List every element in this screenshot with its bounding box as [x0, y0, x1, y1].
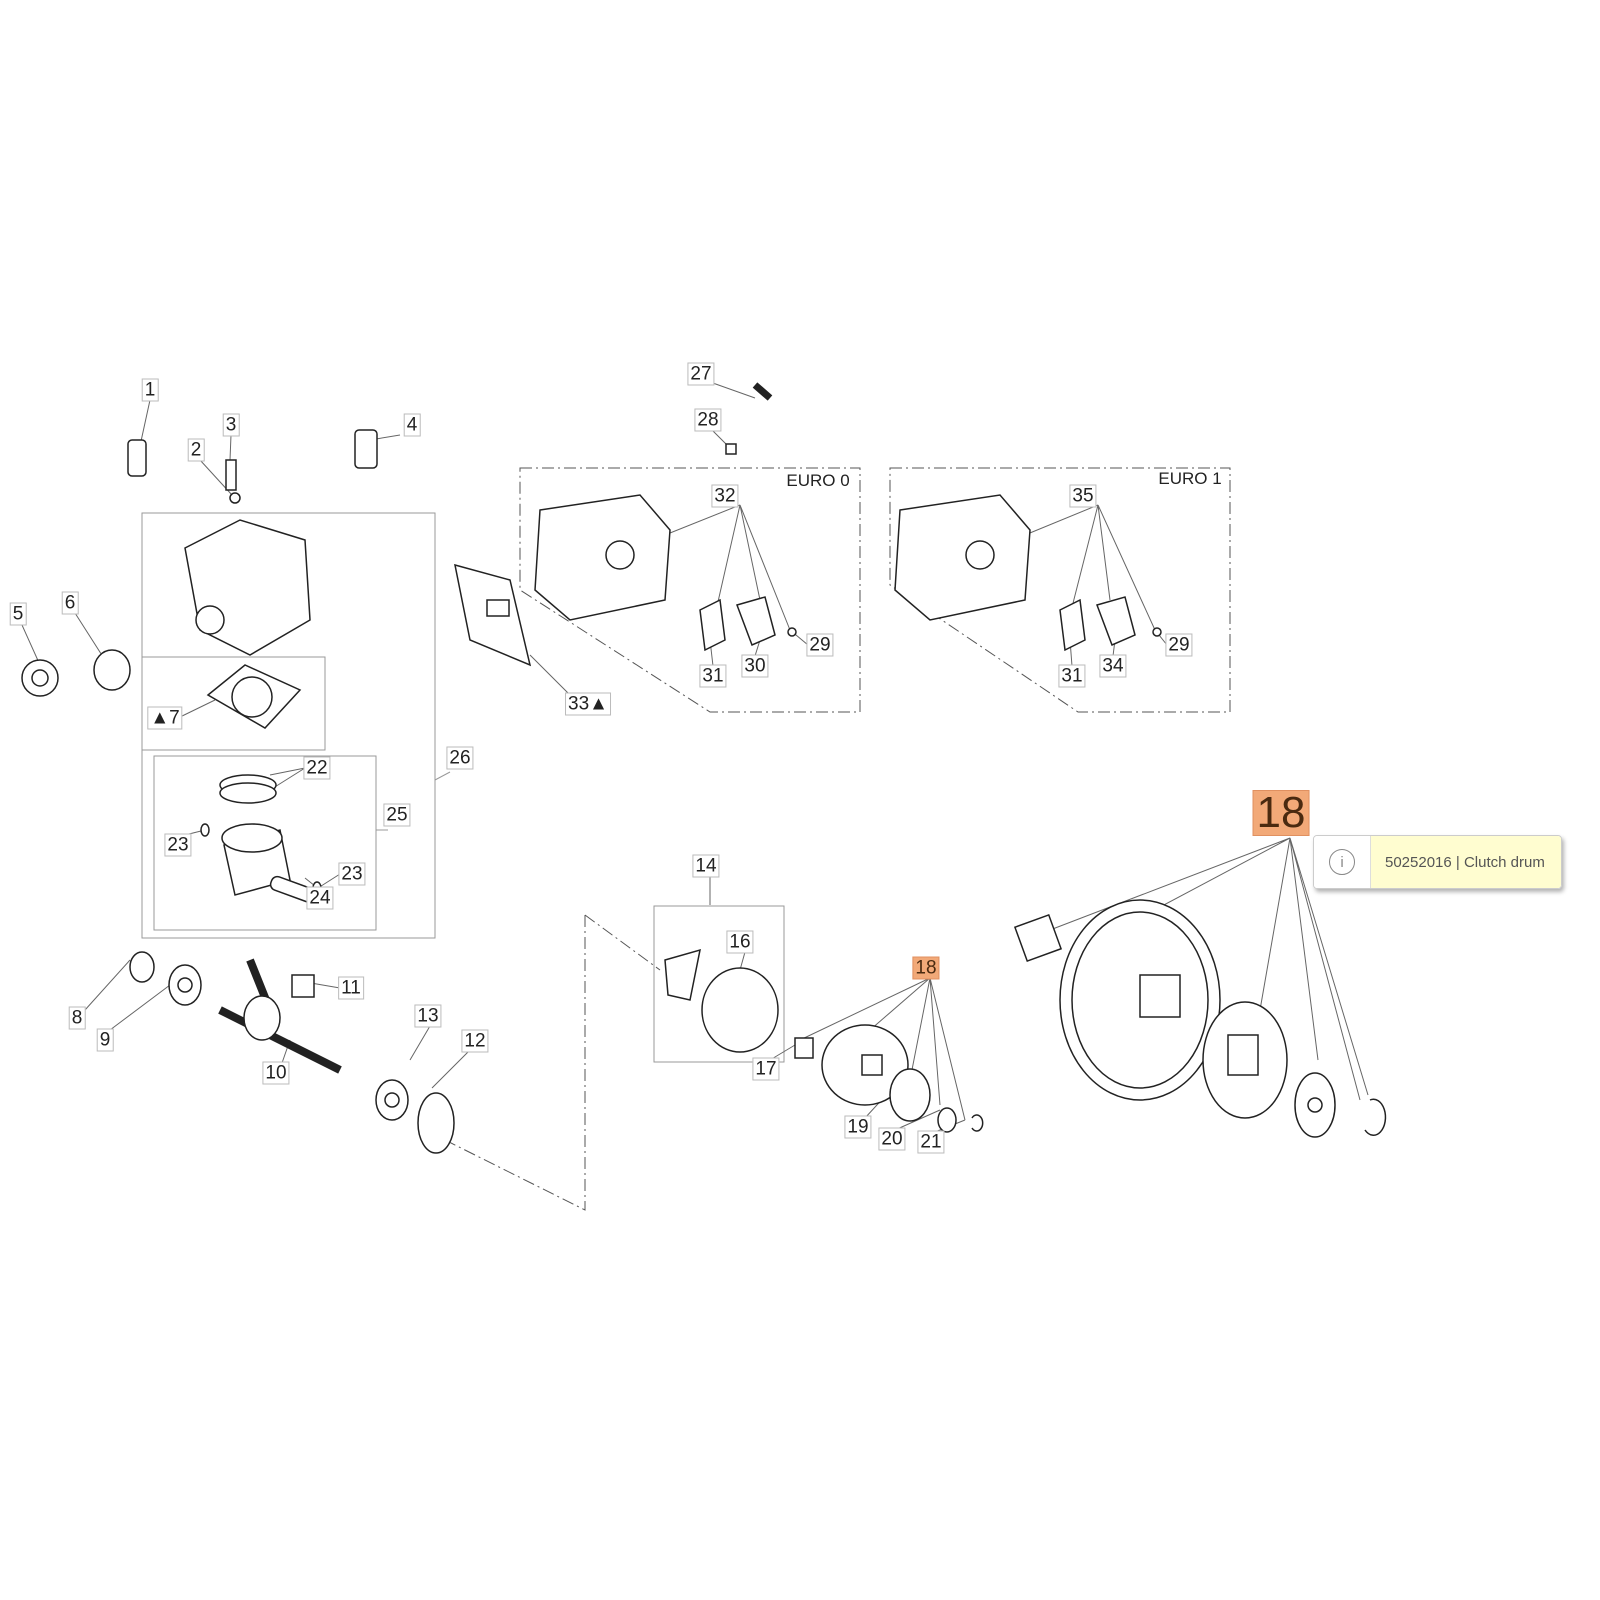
- callout-30[interactable]: 30: [741, 654, 769, 678]
- callout-6[interactable]: 6: [61, 591, 79, 615]
- callout-23[interactable]: 23: [164, 833, 192, 857]
- callout-26[interactable]: 26: [446, 746, 474, 770]
- callout-5[interactable]: 5: [9, 602, 27, 626]
- callout-31[interactable]: 31: [1058, 664, 1086, 688]
- callout-10[interactable]: 10: [262, 1061, 290, 1085]
- callout-16[interactable]: 16: [726, 930, 754, 954]
- callout-20[interactable]: 20: [878, 1127, 906, 1151]
- callout-24[interactable]: 24: [306, 886, 334, 910]
- callout-11[interactable]: 11: [338, 976, 364, 1000]
- callout-29[interactable]: 29: [806, 633, 834, 657]
- callout-29[interactable]: 29: [1165, 633, 1193, 657]
- part-tooltip: i 50252016 | Clutch drum: [1313, 835, 1562, 889]
- callout-35[interactable]: 35: [1069, 484, 1097, 508]
- callout-28[interactable]: 28: [694, 408, 722, 432]
- callout-8[interactable]: 8: [68, 1006, 86, 1030]
- callout-17[interactable]: 17: [752, 1057, 780, 1081]
- callout-33[interactable]: 33▲: [565, 692, 611, 716]
- callout-18[interactable]: 18: [912, 956, 940, 980]
- callout-12[interactable]: 12: [461, 1029, 489, 1053]
- callout-25[interactable]: 25: [383, 803, 411, 827]
- callout-23[interactable]: 23: [338, 862, 366, 886]
- callout-21[interactable]: 21: [917, 1130, 945, 1154]
- tooltip-text: 50252016 | Clutch drum: [1371, 836, 1561, 888]
- group-label-euro1: EURO 1: [1158, 469, 1222, 488]
- callout-3[interactable]: 3: [222, 413, 240, 437]
- callout-1[interactable]: 1: [141, 378, 159, 402]
- callout-34[interactable]: 34: [1099, 654, 1127, 678]
- callout-18[interactable]: 18: [1252, 790, 1310, 836]
- callout-13[interactable]: 13: [414, 1004, 442, 1028]
- callout-4[interactable]: 4: [403, 413, 421, 437]
- info-icon: i: [1314, 836, 1371, 888]
- callout-14[interactable]: 14: [692, 854, 720, 878]
- callout-7[interactable]: ▲7: [147, 706, 183, 730]
- callout-31[interactable]: 31: [699, 664, 727, 688]
- group-label-euro0: EURO 0: [786, 471, 850, 490]
- callout-19[interactable]: 19: [844, 1115, 872, 1139]
- callout-9[interactable]: 9: [96, 1028, 114, 1052]
- callout-32[interactable]: 32: [711, 484, 739, 508]
- callout-2[interactable]: 2: [187, 438, 205, 462]
- callout-27[interactable]: 27: [687, 362, 715, 386]
- callout-22[interactable]: 22: [303, 756, 331, 780]
